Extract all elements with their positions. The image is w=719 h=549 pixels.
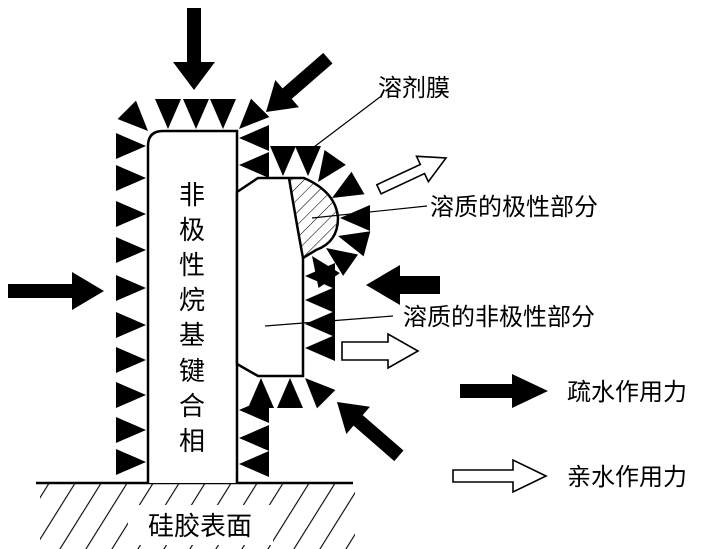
solvent-molecule-triangle [239,152,269,178]
solvent-molecule-triangle [295,146,321,176]
stationary-phase-char: 键 [179,357,205,387]
solvent-film-label: 溶剂膜 [378,74,450,102]
solvent-film-leader [309,96,381,151]
solvent-molecule-triangle [183,99,209,129]
surface-label-bg [128,505,273,545]
solvent-molecule-triangle [239,98,270,129]
solute-polar-label: 溶质的极性部分 [430,193,598,221]
solvent-molecule-triangle [305,378,336,409]
stationary-phase-char: 非 [179,181,205,211]
solvent-molecule-triangle [116,201,146,227]
hydrophobic-arrow-bottom-right [337,402,404,462]
solvent-molecule-triangle [116,417,146,443]
solvent-molecule-triangle [326,248,359,276]
stationary-phase-label: 非 极 性 烷 基 键 合 相 [179,181,205,457]
silica-surface: 硅胶表面 [36,481,355,549]
solvent-molecule-triangle [305,311,335,337]
legend-item-hydrophobic: 疏水作用力 [460,374,687,408]
polar-part-leader [311,205,428,219]
stationary-phase-char: 基 [179,321,205,351]
solute-nonpolar-label: 溶质的非极性部分 [403,303,595,331]
solvent-molecule-triangle [116,449,146,475]
solvent-molecule-triangle [305,335,335,361]
leader-lines [264,96,428,327]
solvent-molecule-triangle [305,263,335,289]
stationary-phase-char: 合 [179,392,205,422]
solvent-molecule-triangle [239,425,269,451]
solvent-molecule-triangle [305,287,335,313]
hydrophobic-arrow-top [173,8,215,90]
solvent-molecule-triangle [116,312,146,338]
solvent-molecule-triangle [239,451,269,477]
hydrophobic-arrow-left [8,272,104,310]
solvent-molecule-triangle [116,382,146,408]
solvent-molecule-triangle [277,378,303,408]
hydrophobic-arrow-right [366,265,440,305]
solvent-molecule-triangle [332,171,365,198]
hydrophobic-arrow-top-right [266,52,333,112]
stationary-phase-char: 性 [179,251,205,281]
legend-item-hydrophilic: 亲水作用力 [452,458,687,494]
stationary-phase-char: 相 [179,427,205,457]
solvent-molecule-triangle [116,275,146,301]
solvent-molecule-triangle [338,231,371,257]
solvent-molecule-triangle [248,378,274,408]
legend: 疏水作用力 亲水作用力 [452,374,687,494]
silica-surface-label: 硅胶表面 [148,512,252,542]
solvent-molecule-triangle [210,99,236,129]
hydrophilic-arrows [341,155,448,370]
legend-filled-arrow-icon [460,374,548,408]
solute-polar-boundary [287,177,305,259]
hydrophilic-arrow-lower [341,332,420,370]
solvent-molecule-triangle [270,146,296,176]
nonpolar-part-leader [264,315,394,327]
stationary-phase-char: 极 [179,216,205,246]
legend-hollow-arrow-icon [452,458,548,494]
solvent-molecule-triangle [340,205,370,231]
solvent-molecule-triangle [155,99,181,129]
solvent-molecule-triangle [239,125,269,151]
stationary-phase-char: 烷 [179,286,205,316]
hydrophobic-arrows [8,8,440,462]
legend-hydrophobic-label: 疏水作用力 [567,378,687,406]
stationary-phase: 非 极 性 烷 基 键 合 相 [146,129,239,483]
solvent-molecule-triangle [116,237,146,263]
hydrophilic-arrow-upper [375,155,448,195]
solvent-molecule-triangle [116,133,146,159]
legend-hydrophilic-label: 亲水作用力 [567,463,687,491]
solvent-molecule-triangle [116,165,146,191]
stationary-phase-outline [146,129,239,483]
solvent-molecule-triangle [116,347,146,373]
solvent-molecule-triangle [117,100,148,131]
solvent-molecule-triangle [318,149,346,182]
solvent-film [116,98,371,477]
